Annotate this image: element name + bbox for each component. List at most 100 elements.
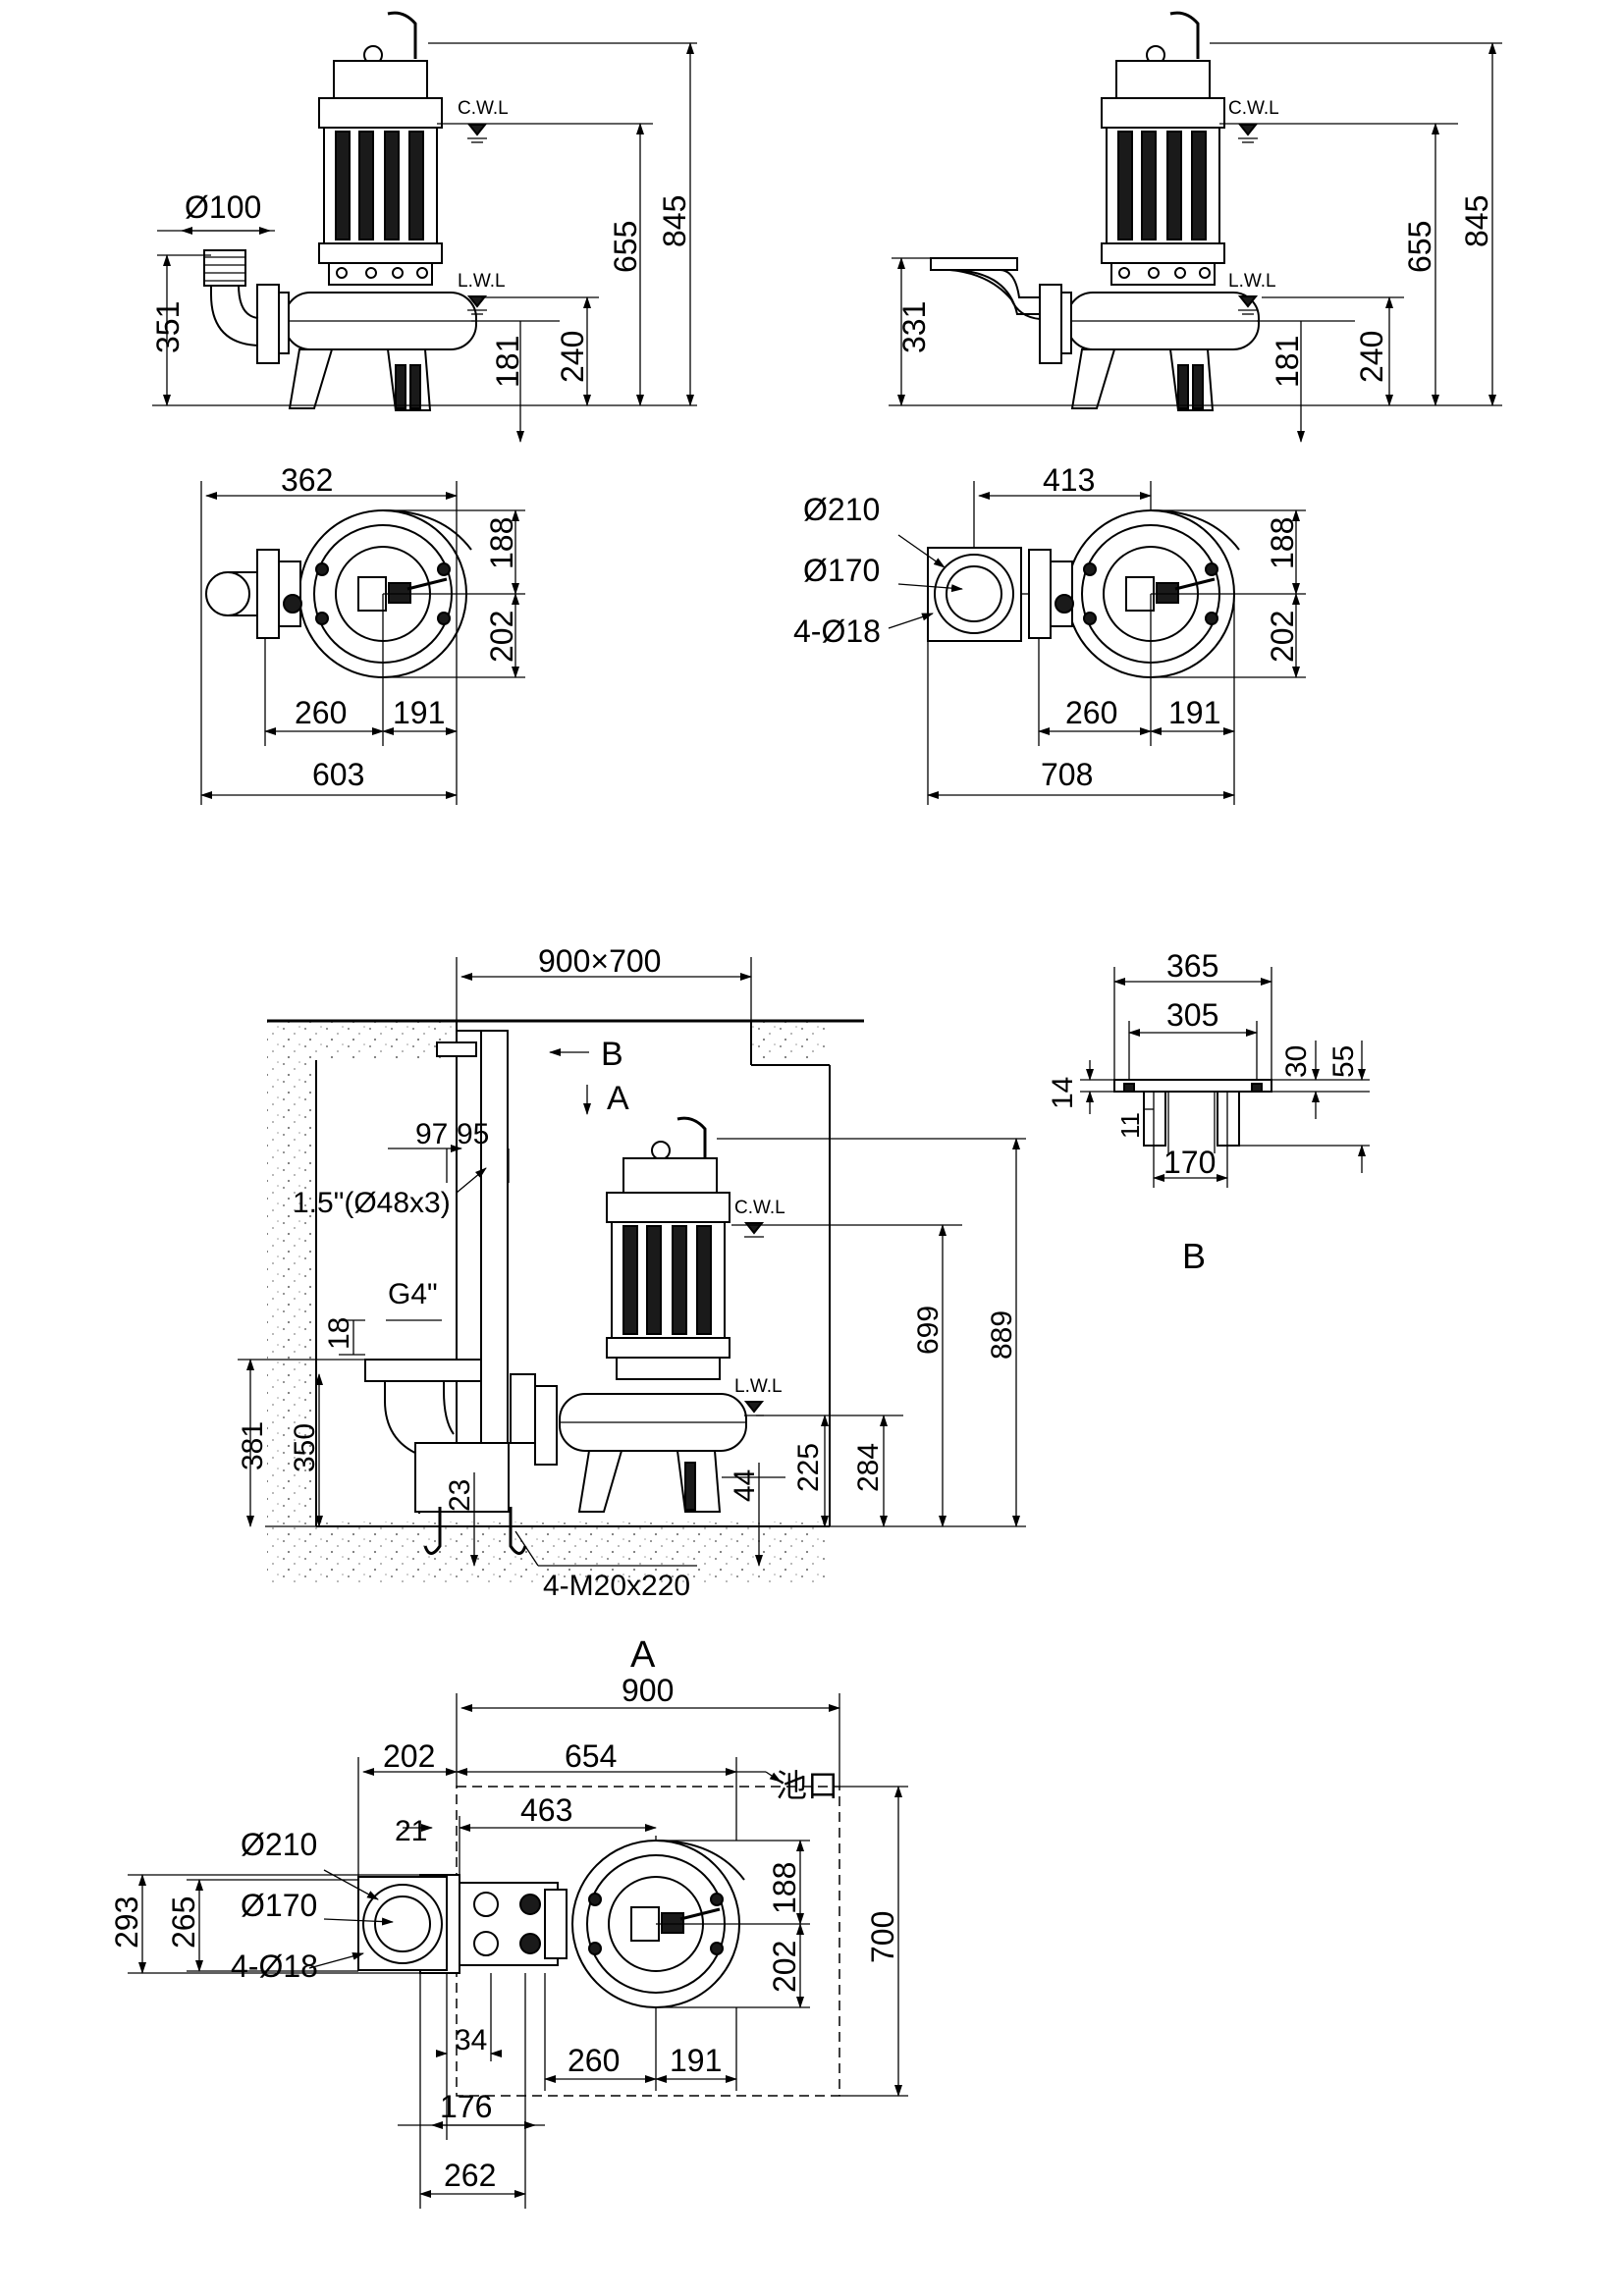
dim-34: 34 bbox=[455, 2024, 487, 2056]
lwl-marker: L.W.L bbox=[1228, 271, 1276, 315]
elevation-view-left: C.W.L L.W.L Ø100 351 655 845 bbox=[150, 11, 697, 443]
dim-30: 30 bbox=[1280, 1045, 1313, 1078]
dim-351: 351 bbox=[150, 301, 186, 353]
dim-225: 225 bbox=[792, 1443, 825, 1492]
dim-331: 331 bbox=[896, 301, 932, 353]
pit-installation-section: C.W.L L.W.L bbox=[237, 943, 1026, 1602]
svg-text:C.W.L: C.W.L bbox=[458, 98, 509, 119]
flange-outer-diameter: Ø210 bbox=[241, 1827, 317, 1862]
dim-845: 845 bbox=[657, 195, 692, 247]
dim-699: 699 bbox=[912, 1306, 945, 1355]
anchor-bolts: 4-M20x220 bbox=[543, 1570, 690, 1602]
dim-181: 181 bbox=[1270, 336, 1305, 388]
dim-202: 202 bbox=[383, 1738, 435, 1774]
view-a-plan: A bbox=[109, 1634, 908, 2209]
dim-outlet-diameter: Ø100 bbox=[185, 189, 261, 225]
dim-463: 463 bbox=[520, 1792, 572, 1828]
dim-176: 176 bbox=[440, 2089, 492, 2124]
bracket-shape bbox=[1113, 1079, 1272, 1153]
dim-260: 260 bbox=[295, 695, 347, 730]
dim-11: 11 bbox=[1115, 1112, 1145, 1139]
dim-44: 44 bbox=[729, 1469, 761, 1502]
concrete-pit bbox=[267, 1019, 864, 1585]
dim-202: 202 bbox=[484, 611, 519, 663]
lwl-marker: L.W.L bbox=[734, 1376, 783, 1416]
dim-181: 181 bbox=[490, 336, 525, 388]
dimension-lines bbox=[889, 42, 1502, 443]
flange-pcd: Ø170 bbox=[241, 1888, 317, 1923]
pump-volute bbox=[1039, 284, 1260, 411]
dim-900: 900 bbox=[622, 1673, 674, 1708]
svg-text:C.W.L: C.W.L bbox=[1228, 98, 1279, 119]
dimension-lines bbox=[238, 957, 1026, 1567]
guide-rail bbox=[436, 1030, 509, 1513]
dim-708: 708 bbox=[1041, 757, 1093, 792]
lwl-marker: L.W.L bbox=[458, 271, 506, 315]
dim-845: 845 bbox=[1459, 195, 1494, 247]
outlet-elbow bbox=[203, 249, 259, 347]
dim-654: 654 bbox=[565, 1738, 617, 1774]
pump-motor bbox=[318, 11, 443, 286]
dim-240: 240 bbox=[555, 331, 590, 383]
dim-350: 350 bbox=[289, 1423, 321, 1472]
flange-pcd: Ø170 bbox=[803, 553, 880, 588]
bolt-holes: 4-Ø18 bbox=[793, 614, 881, 649]
dim-265: 265 bbox=[166, 1896, 201, 1949]
dimension-lines bbox=[128, 1693, 908, 2209]
dim-95: 95 bbox=[457, 1118, 489, 1150]
dim-97: 97 bbox=[415, 1118, 448, 1150]
dim-293: 293 bbox=[109, 1896, 144, 1949]
pump-volute bbox=[256, 284, 477, 411]
dim-889: 889 bbox=[986, 1310, 1018, 1360]
dimension-lines bbox=[1080, 967, 1370, 1188]
svg-text:L.W.L: L.W.L bbox=[458, 271, 506, 292]
dim-55: 55 bbox=[1327, 1045, 1360, 1078]
dim-188: 188 bbox=[767, 1862, 802, 1914]
dim-240: 240 bbox=[1354, 331, 1389, 383]
cwl-marker: C.W.L bbox=[458, 98, 509, 143]
dim-14: 14 bbox=[1047, 1077, 1079, 1109]
pump-motor bbox=[1101, 11, 1225, 286]
view-a-marker: A bbox=[607, 1080, 629, 1117]
plan-view-left: 362 188 202 260 191 603 bbox=[200, 462, 525, 805]
dimension-lines bbox=[200, 481, 525, 805]
dim-655: 655 bbox=[1402, 221, 1437, 273]
flange-outer-diameter: Ø210 bbox=[803, 492, 880, 527]
section-b-view: 365 305 30 55 14 11 170 B bbox=[1047, 948, 1370, 1276]
dim-260: 260 bbox=[568, 2043, 620, 2078]
svg-text:C.W.L: C.W.L bbox=[734, 1198, 785, 1218]
dim-305: 305 bbox=[1166, 997, 1218, 1033]
dim-202: 202 bbox=[1265, 611, 1300, 663]
dim-23: 23 bbox=[444, 1479, 476, 1512]
pump-in-pit bbox=[510, 1116, 747, 1513]
bolt-holes: 4-Ø18 bbox=[231, 1949, 318, 1984]
svg-text:L.W.L: L.W.L bbox=[1228, 271, 1276, 292]
plan-view-right: 413 Ø210 Ø170 4-Ø18 188 202 260 191 708 bbox=[793, 462, 1306, 805]
dim-365: 365 bbox=[1166, 948, 1218, 984]
dimension-lines bbox=[152, 42, 697, 443]
cwl-marker: C.W.L bbox=[1228, 98, 1279, 143]
pit-mouth-label: 池口 bbox=[776, 1768, 839, 1803]
svg-text:L.W.L: L.W.L bbox=[734, 1376, 783, 1397]
section-b-marker: B bbox=[601, 1036, 623, 1073]
dim-188: 188 bbox=[1265, 517, 1300, 569]
thread-spec: G4" bbox=[388, 1278, 438, 1310]
dim-655: 655 bbox=[608, 221, 643, 273]
dim-603: 603 bbox=[312, 757, 364, 792]
dim-381: 381 bbox=[237, 1421, 269, 1470]
dimension-lines bbox=[888, 481, 1306, 805]
dim-191: 191 bbox=[393, 695, 445, 730]
discharge-connector bbox=[364, 1359, 527, 1555]
dim-362: 362 bbox=[281, 462, 333, 498]
view-a-title: A bbox=[630, 1634, 656, 1676]
dim-21: 21 bbox=[395, 1815, 427, 1847]
dim-191: 191 bbox=[1168, 695, 1220, 730]
guide-pipe-spec: 1.5"(Ø48x3) bbox=[293, 1187, 451, 1219]
pit-size: 900×700 bbox=[538, 943, 661, 979]
coupling-assembly bbox=[357, 1874, 568, 1974]
elevation-view-right: C.W.L L.W.L 331 655 845 181 240 bbox=[889, 11, 1502, 443]
dim-413: 413 bbox=[1043, 462, 1095, 498]
dim-188: 188 bbox=[484, 517, 519, 569]
dim-191: 191 bbox=[670, 2043, 722, 2078]
